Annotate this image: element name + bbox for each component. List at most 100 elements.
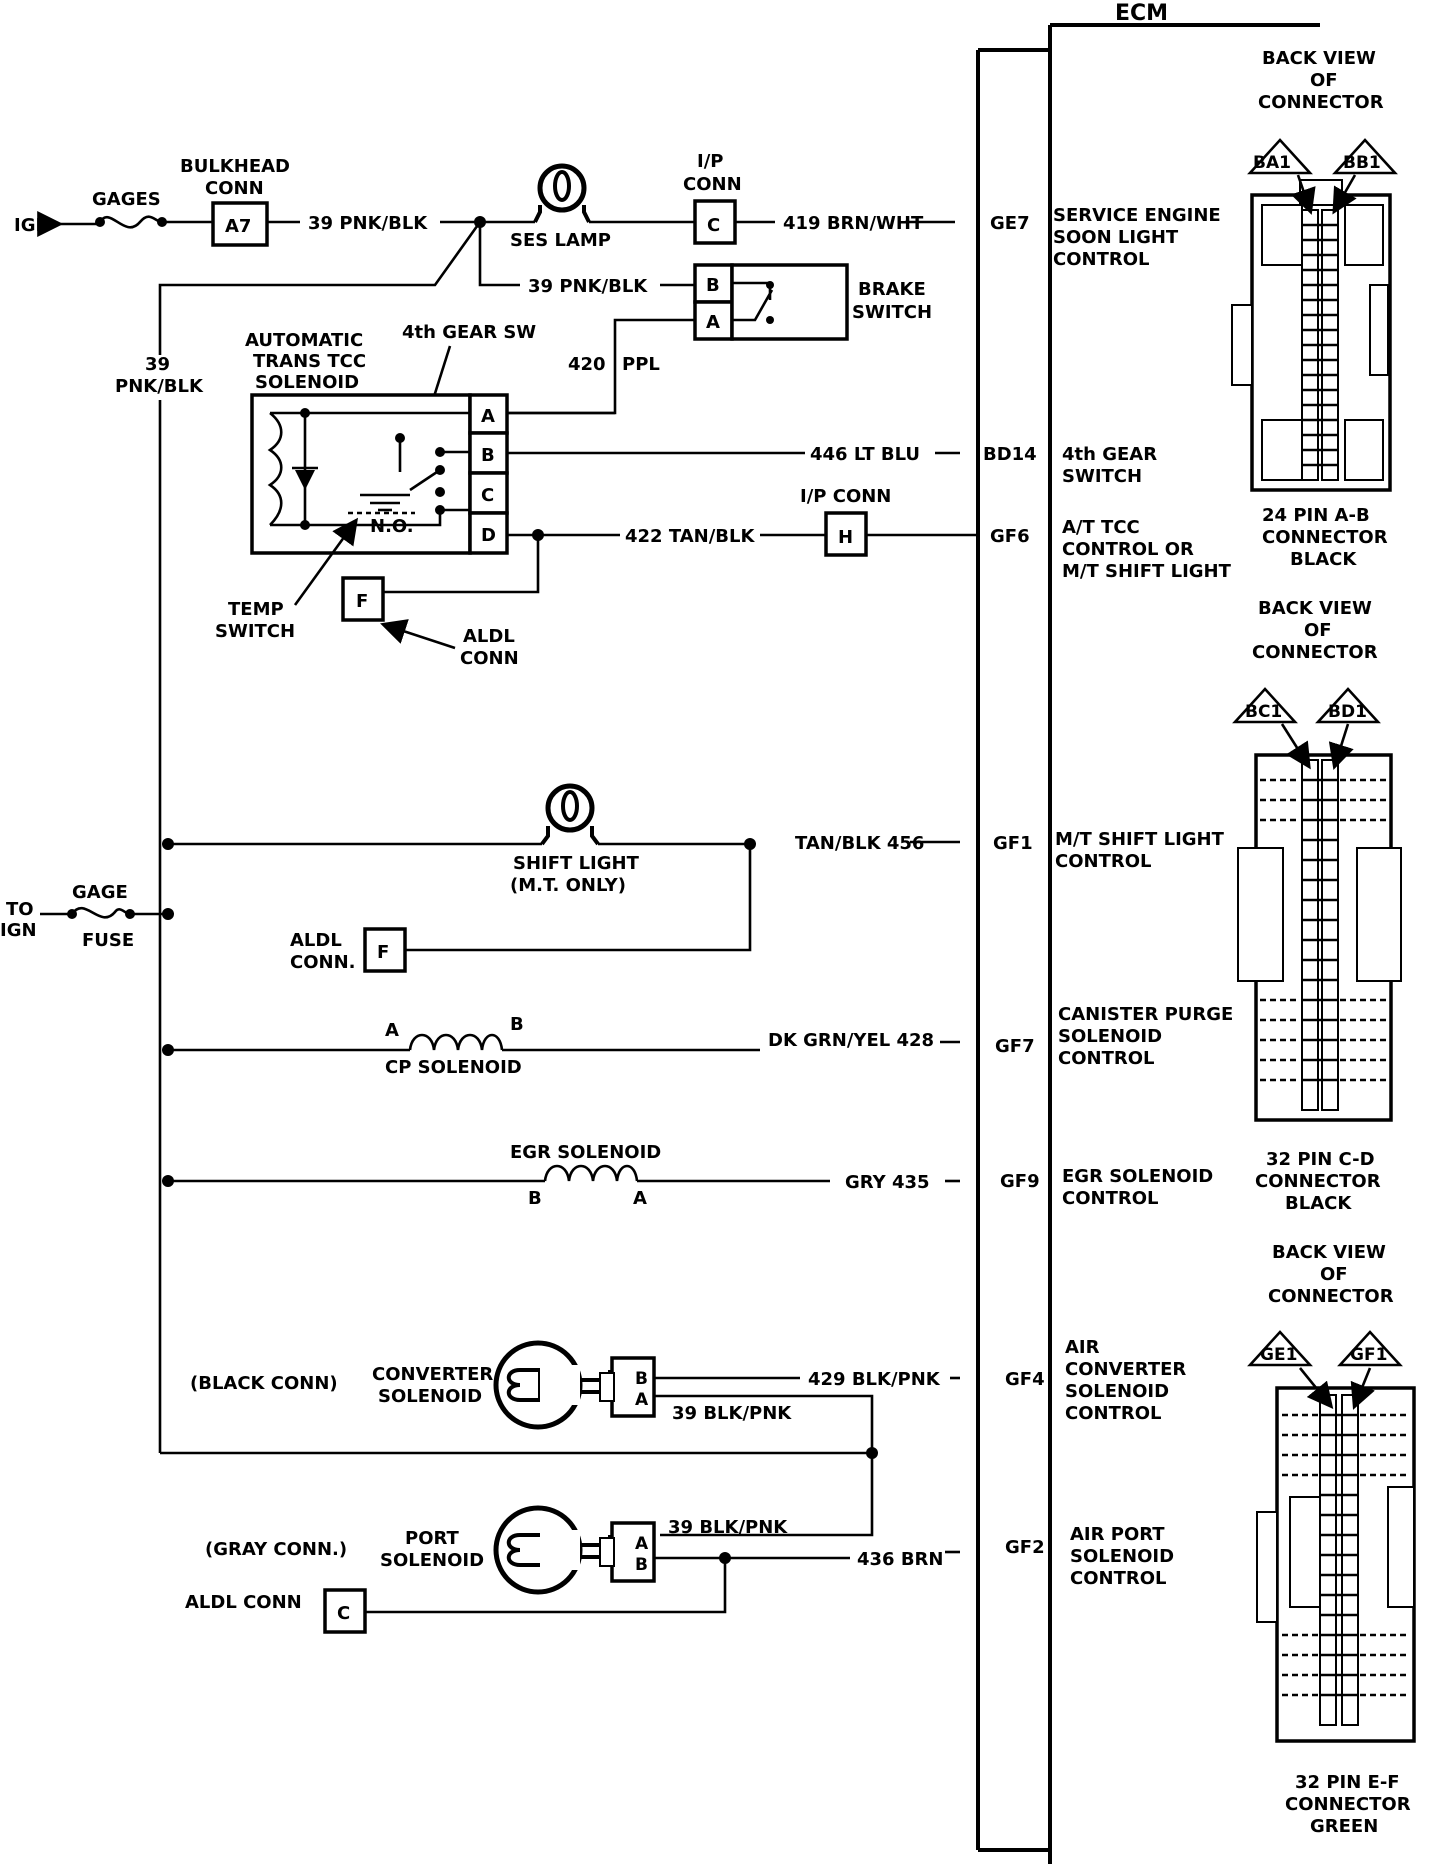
tcc-f-label: F xyxy=(356,591,368,612)
a7-label: A7 xyxy=(225,216,251,237)
c2-tri-2: BD1 xyxy=(1328,702,1367,722)
aldl-connector-f xyxy=(341,576,385,622)
brake-switch-label-2: SWITCH xyxy=(852,302,932,323)
connector-24pin-ab: BACK VIEW OF CONNECTOR BA1 BB1 24 PIN A-… xyxy=(1231,48,1398,570)
c2-pins xyxy=(1260,759,1388,1111)
port-wire39-label: 39 BLK/PNK xyxy=(668,1517,788,1538)
c2-back-1: BACK VIEW xyxy=(1258,598,1372,619)
port-b: B xyxy=(635,1555,648,1575)
port-aldl-label: ALDL CONN xyxy=(185,1592,302,1613)
bulkhead-connector-a7 xyxy=(211,201,269,247)
wire419-label: 419 BRN/WHT xyxy=(783,213,924,234)
gages-label: GAGES xyxy=(92,189,161,210)
shift-light-circuit: SHIFT LIGHT (M.T. ONLY) TAN/BLK 456 GF1 … xyxy=(168,783,1225,973)
ses-lamp-icon xyxy=(533,163,591,223)
gear-sw-label: 4th GEAR SW xyxy=(402,322,536,343)
shift-label-2: (M.T. ONLY) xyxy=(510,875,626,896)
shift-aldl-1: ALDL xyxy=(290,930,342,951)
c3-back-1: BACK VIEW xyxy=(1272,1242,1386,1263)
ign-bus: 39 PNK/BLK TO IGN GAGE FUSE xyxy=(0,354,878,1459)
c2-name-1: 32 PIN C-D xyxy=(1266,1149,1375,1170)
shift-wire-label: TAN/BLK 456 xyxy=(795,833,924,854)
pin-ge7: GE7 xyxy=(990,213,1030,234)
wire39b-label: 39 PNK/BLK xyxy=(528,276,648,297)
c1-name-3: BLACK xyxy=(1290,549,1357,570)
egr-desc-2: CONTROL xyxy=(1062,1188,1159,1209)
c1-tri-1: BA1 xyxy=(1253,153,1291,173)
aldl-label-1: ALDL xyxy=(463,626,515,647)
shift-f-label: F xyxy=(377,942,389,963)
cp-a: A xyxy=(385,1020,399,1041)
c3-name-3: GREEN xyxy=(1310,1816,1378,1837)
gray-conn-label: (GRAY CONN.) xyxy=(205,1539,347,1560)
port-c-label: C xyxy=(337,1603,350,1624)
converter-solenoid-circuit: (BLACK CONN) CONVERTER SOLENOID B A 429 … xyxy=(190,1337,1186,1537)
port-label-2: SOLENOID xyxy=(380,1550,484,1571)
c1-tri-2: BB1 xyxy=(1343,153,1381,173)
wire429-label: 429 BLK/PNK xyxy=(808,1369,941,1390)
pin-gf2: GF2 xyxy=(1005,1537,1045,1558)
ip-conn-label-2: CONN xyxy=(683,174,742,195)
egr-wire-label: GRY 435 xyxy=(845,1172,930,1193)
ign-label: IGN xyxy=(14,215,51,236)
wire446-label: 446 LT BLU xyxy=(810,444,920,465)
c3-back-3: CONNECTOR xyxy=(1268,1286,1394,1307)
bulkhead-label-2: CONN xyxy=(205,178,264,199)
converter-solenoid-icon xyxy=(493,1340,612,1430)
wire436-label: 436 BRN xyxy=(857,1549,943,1570)
ecm-title: ECM xyxy=(1115,1,1168,26)
c3-pins xyxy=(1282,1394,1410,1726)
temp-label-1: TEMP xyxy=(228,599,284,620)
wire422-label: 422 TAN/BLK xyxy=(625,526,755,547)
ecm-block: ECM xyxy=(976,1,1320,1864)
egr-desc-1: EGR SOLENOID xyxy=(1062,1166,1213,1187)
port-desc-3: CONTROL xyxy=(1070,1568,1167,1589)
pin-gf6: GF6 xyxy=(990,526,1030,547)
conv-desc-1: AIR xyxy=(1065,1337,1100,1358)
gf6-desc-3: M/T SHIFT LIGHT xyxy=(1062,561,1232,582)
c1-name-1: 24 PIN A-B xyxy=(1262,505,1370,526)
gear-desc-2: SWITCH xyxy=(1062,466,1142,487)
port-a: A xyxy=(635,1534,649,1554)
cp-wire-label: DK GRN/YEL 428 xyxy=(768,1030,934,1051)
ip-conn-label-1: I/P xyxy=(697,151,723,172)
conv-b: B xyxy=(635,1369,648,1389)
tcc-a: A xyxy=(481,406,495,427)
cp-solenoid-circuit: A B CP SOLENOID DK GRN/YEL 428 GF7 CANIS… xyxy=(168,1004,1233,1078)
port-solenoid-circuit: (GRAY CONN.) PORT SOLENOID A B 39 BLK/PN… xyxy=(185,1505,1174,1634)
tcc-title-3: SOLENOID xyxy=(255,372,359,393)
brake-a-label: A xyxy=(706,312,720,333)
port-desc-2: SOLENOID xyxy=(1070,1546,1174,1567)
shift-label-1: SHIFT LIGHT xyxy=(513,853,640,874)
conv-desc-3: SOLENOID xyxy=(1065,1381,1169,1402)
ppl-label: PPL xyxy=(622,354,660,375)
tcc-title-2: TRANS TCC xyxy=(253,351,366,372)
aldl-connector-c xyxy=(323,1588,367,1634)
egr-b: B xyxy=(528,1188,542,1209)
c3-tri-1: GE1 xyxy=(1260,1345,1297,1365)
egr-label: EGR SOLENOID xyxy=(510,1142,661,1163)
egr-coil-icon xyxy=(543,1164,639,1182)
brake-switch-label-1: BRAKE xyxy=(858,279,926,300)
pin-gf1: GF1 xyxy=(993,833,1033,854)
ign-circuit: IGN GAGES BULKHEAD CONN A7 39 PNK/BLK SE… xyxy=(14,151,1221,415)
aldl-connector-f2 xyxy=(363,927,407,973)
brake-switch xyxy=(730,263,849,341)
c1-name-2: CONNECTOR xyxy=(1262,527,1388,548)
c2-name-3: BLACK xyxy=(1285,1193,1352,1214)
to-ign-2: IGN xyxy=(0,920,37,941)
c1-back-1: BACK VIEW xyxy=(1262,48,1376,69)
tcc-d: D xyxy=(481,525,496,546)
port-label-1: PORT xyxy=(405,1528,460,1549)
to-ign-1: TO xyxy=(6,899,34,920)
cp-coil-icon xyxy=(408,1033,504,1051)
fuse-label: FUSE xyxy=(82,930,134,951)
ip-c-label: C xyxy=(707,215,720,236)
tcc-b: B xyxy=(481,445,495,466)
ses-desc-2: SOON LIGHT xyxy=(1053,227,1179,248)
egr-solenoid-circuit: EGR SOLENOID B A GRY 435 GF9 EGR SOLENOI… xyxy=(168,1142,1213,1209)
c2-back-3: CONNECTOR xyxy=(1252,642,1378,663)
tcc-pin-d xyxy=(468,511,509,555)
gf6-desc-2: CONTROL OR xyxy=(1062,539,1194,560)
